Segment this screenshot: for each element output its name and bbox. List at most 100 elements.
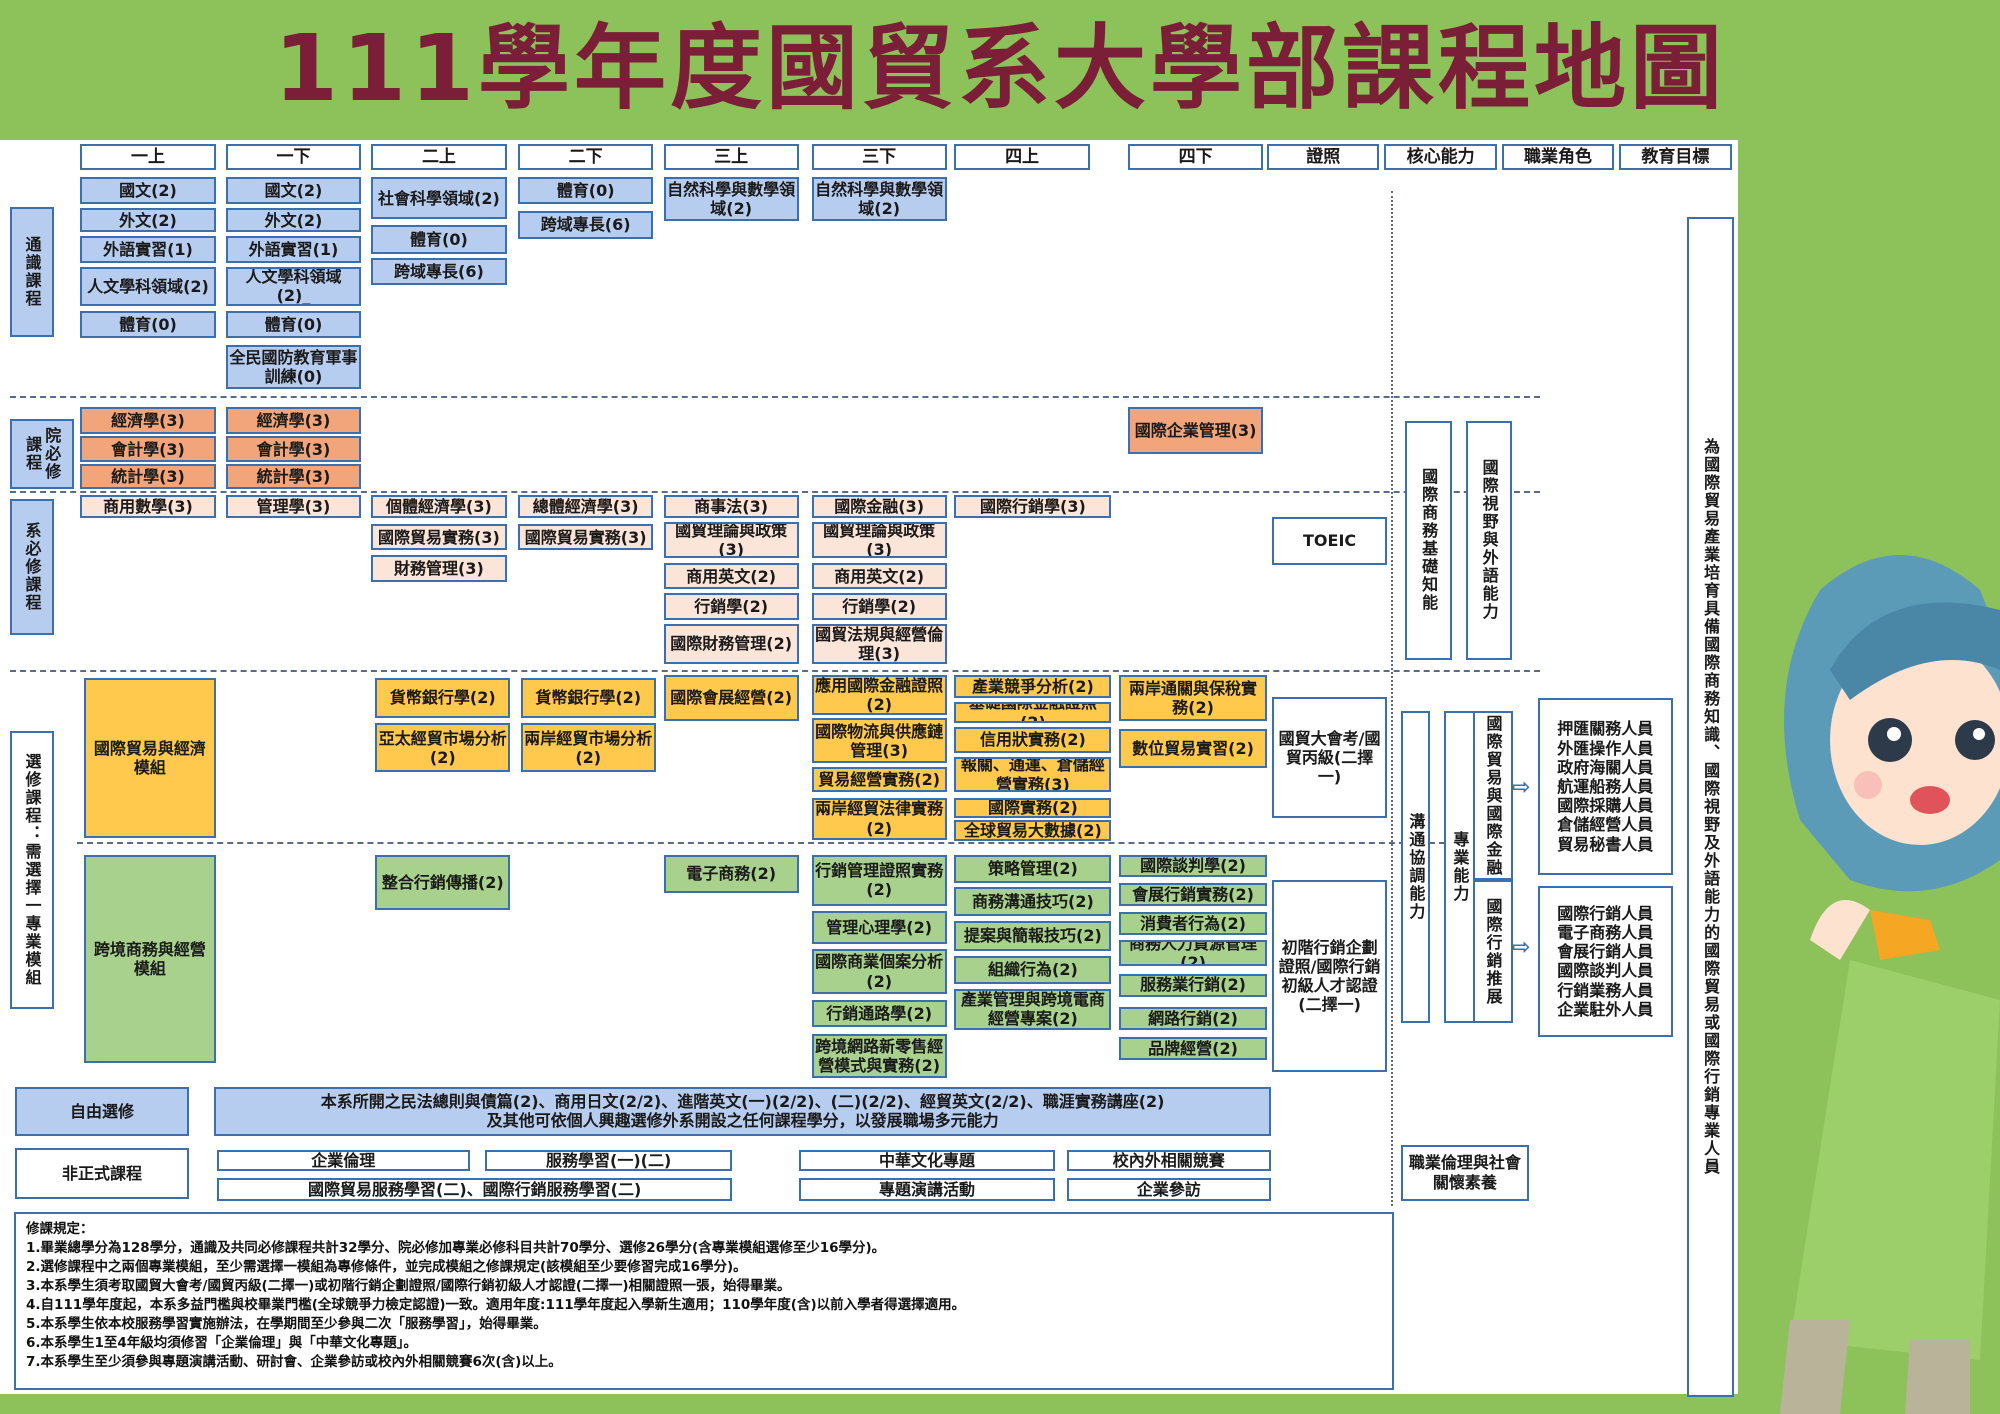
- dept-course: 行銷學(2): [811, 593, 947, 621]
- rule-item: 7.本系學生至少須參與專題演講活動、研討會、企業參訪或校內外相關競賽6次(含)以…: [26, 1354, 562, 1370]
- ability-communication: 溝通協調能力: [1401, 710, 1431, 1024]
- certificate-toeic: TOEIC: [1272, 516, 1387, 566]
- module2-course: 整合行銷傳播(2): [375, 854, 511, 910]
- college-course: 經濟學(3): [80, 407, 216, 434]
- category-college: 院必修課程: [10, 418, 74, 489]
- arrow-icon: ⇨: [1512, 935, 1531, 961]
- role-item: 國際談判人員: [1557, 961, 1654, 981]
- college-course: 國際企業管理(3): [1127, 407, 1264, 455]
- dept-course: 國際行銷學(3): [954, 495, 1112, 519]
- general-course: 外文(2): [80, 207, 216, 233]
- general-course: 體育(0): [225, 311, 362, 339]
- column-header: 三下: [811, 144, 947, 170]
- column-header: 二下: [518, 144, 654, 170]
- module1-course: 兩岸通關與保稅實務(2): [1119, 675, 1268, 721]
- course-map-sheet: 一上一下二上二下三上三下四上四下證照核心能力職業角色教育目標通識課程院必修課程系…: [0, 140, 1738, 1398]
- role-item: 電子商務人員: [1557, 923, 1654, 943]
- informal-activity: 企業參訪: [1066, 1177, 1271, 1201]
- module1-course: 產業競爭分析(2): [954, 675, 1112, 698]
- role-item: 政府海關人員: [1557, 757, 1654, 777]
- column-header: 職業角色: [1501, 144, 1615, 170]
- module2-course: 產業管理與跨境電商經營專案(2): [954, 988, 1112, 1030]
- module2-course: 消費者行為(2): [1119, 912, 1268, 936]
- informal-activity: 專題演講活動: [798, 1177, 1056, 1201]
- dept-course: 商用英文(2): [811, 562, 947, 590]
- module1-course: 信用狀實務(2): [954, 727, 1112, 753]
- dept-course: 行銷學(2): [663, 593, 799, 621]
- column-header: 教育目標: [1619, 144, 1732, 170]
- rule-item: 1.畢業總學分為128學分，通識及共同必修課程共計32學分、院必修加專業必修科目…: [26, 1240, 886, 1256]
- role-item: 會展行銷人員: [1557, 942, 1654, 962]
- section-divider: [10, 491, 1540, 494]
- module1-course: 國際物流與供應鏈管理(3): [811, 718, 947, 764]
- college-course: 會計學(3): [80, 436, 216, 462]
- module1-course: 貨幣銀行學(2): [375, 677, 511, 719]
- rule-item: 4.自111學年度起，本系多益門檻與校畢業門檻(全球競爭力檢定認證)一致。適用年…: [26, 1297, 966, 1313]
- general-course: 外文(2): [225, 207, 362, 233]
- module1-course: 數位貿易實習(2): [1119, 728, 1268, 769]
- module2-course: 服務業行銷(2): [1119, 973, 1268, 997]
- informal-activity: 中華文化專題: [798, 1149, 1056, 1172]
- column-header: 四下: [1127, 144, 1264, 170]
- module2-course: 管理心理學(2): [811, 911, 947, 945]
- informal-activity: 國際貿易服務學習(二)、國際行銷服務學習(二): [216, 1177, 733, 1201]
- free-elective-line: 本系所開之民法總則與債篇(2)、商用日文(2/2)、進階英文(一)(2/2)、(…: [320, 1092, 1165, 1112]
- module2-course: 商務人力資源管理(2): [1119, 940, 1268, 966]
- education-goal: 為國際貿易產業培育具備國際商務知識、國際視野及外語能力的國際貿易或國際行銷專業人…: [1686, 216, 1735, 1398]
- section-divider: [10, 395, 1540, 398]
- column-header: 三上: [663, 144, 799, 170]
- specialty-trade-finance: 國際貿易與國際金融: [1472, 710, 1514, 881]
- general-course: 人文學科領域(2)_: [225, 266, 362, 307]
- general-course: 外語實習(1): [80, 236, 216, 263]
- rule-item: 5.本系學生依本校服務學習實施辦法，在學期間至少參與二次「服務學習」，始得畢業。: [26, 1316, 547, 1332]
- module2-course: 國際商業個案分析(2): [811, 949, 947, 994]
- module-divider: [76, 842, 1455, 845]
- dept-course: 國貿法規與經營倫理(3): [811, 623, 947, 664]
- module2-course: 會展行銷實務(2): [1119, 882, 1268, 906]
- general-course: 體育(0): [80, 311, 216, 339]
- course-rules: 修課規定： 1.畢業總學分為128學分，通識及共同必修課程共計32學分、院必修加…: [14, 1212, 1394, 1390]
- module1-course: 全球貿易大數據(2): [954, 820, 1112, 841]
- module2-course: 商務溝通技巧(2): [954, 886, 1112, 917]
- general-course: 人文學科領域(2): [80, 266, 216, 307]
- dept-course: 商用數學(3): [80, 495, 216, 519]
- title-banner: 111學年度國貿系大學部課程地圖: [0, 0, 2000, 140]
- category-informal: 非正式課程: [15, 1148, 189, 1200]
- category-free: 自由選修: [15, 1087, 189, 1136]
- role-item: 國際採購人員: [1557, 796, 1654, 816]
- general-course: 跨域專長(6): [371, 257, 507, 285]
- certificate-marketing: 初階行銷企劃證照/國際行銷初級人才認證(二擇一): [1272, 880, 1387, 1072]
- dept-course: 商事法(3): [663, 495, 799, 519]
- general-course: 國文(2): [225, 177, 362, 205]
- dept-course: 國際財務管理(2): [663, 623, 799, 664]
- role-item: 企業駐外人員: [1557, 999, 1654, 1019]
- general-course: 體育(0): [371, 224, 507, 254]
- dept-course: 國際貿易實務(3): [518, 524, 654, 550]
- ability-professional: 專業能力: [1444, 710, 1476, 1024]
- dept-course: 國際貿易實務(3): [371, 524, 507, 550]
- general-course: 跨域專長(6): [518, 210, 654, 239]
- role-item: 行銷業務人員: [1557, 980, 1654, 1000]
- vertical-divider: [1390, 191, 1393, 1206]
- module1-course: 基礎國際金融證照(2): [954, 701, 1112, 724]
- module1-course: 國際會展經營(2): [663, 675, 799, 721]
- rule-item: 6.本系學生1至4年級均須修習「企業倫理」與「中華文化專題」。: [26, 1335, 418, 1351]
- specialty-marketing: 國際行銷推展: [1472, 880, 1514, 1024]
- informal-activity: 企業倫理: [216, 1149, 470, 1172]
- core-ability: 國際商務基礎知能: [1404, 421, 1453, 660]
- module2-course: 組織行為(2): [954, 955, 1112, 984]
- module2-course: 網路行銷(2): [1119, 1006, 1268, 1030]
- module2-course: 策略管理(2): [954, 854, 1112, 883]
- dept-course: 總體經濟學(3): [518, 495, 654, 519]
- dept-course: 國貿理論與政策(3): [663, 521, 799, 558]
- module1-course: 報關、通運、倉儲經營實務(3): [954, 756, 1112, 793]
- module2-course: 跨境網路新零售經營模式與實務(2): [811, 1033, 947, 1079]
- module2-course: 國際談判學(2): [1119, 854, 1268, 877]
- module2-course: 行銷管理證照實務(2): [811, 854, 947, 906]
- college-course: 統計學(3): [80, 464, 216, 489]
- roles-marketing: 國際行銷人員電子商務人員會展行銷人員國際談判人員行銷業務人員企業駐外人員: [1537, 885, 1673, 1038]
- general-course: 社會科學領域(2): [371, 177, 507, 220]
- certificate-trade: 國貿大會考/國貿丙級(二擇一): [1272, 696, 1387, 818]
- module1-course: 應用國際金融證照(2): [811, 675, 947, 715]
- general-course: 體育(0): [518, 177, 654, 205]
